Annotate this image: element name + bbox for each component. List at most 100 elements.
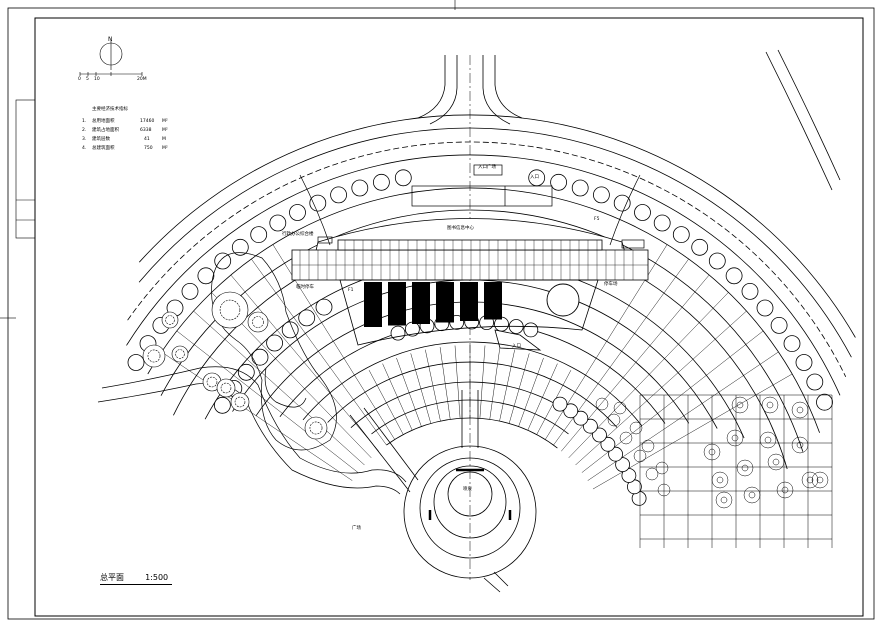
tree-icon [770, 316, 788, 334]
tree-icon [213, 396, 231, 414]
tree-icon [252, 316, 264, 328]
indicator-no: 2. [82, 128, 87, 133]
radial-line [489, 347, 501, 420]
tree-icon [655, 461, 669, 475]
tree-icon [716, 476, 724, 484]
tree-icon [791, 436, 809, 454]
tree-icon [234, 396, 246, 408]
ring-arc [126, 154, 841, 396]
radial-line [396, 357, 422, 427]
left-note-label: 临时停车 [296, 285, 314, 290]
tree-icon [127, 354, 145, 371]
tree-icon [767, 453, 785, 471]
upper-right-band [765, 49, 841, 191]
plaza-label: 广场 [352, 526, 361, 531]
upper-entrance-label: 入口广场 [478, 165, 496, 170]
tree-icon [269, 214, 287, 232]
indicator-name: 建筑层数 [92, 137, 110, 142]
radial-line [439, 347, 451, 420]
tree-icon [759, 431, 777, 449]
ramp-label-b: 入口 [512, 344, 521, 349]
tree-icon [251, 348, 269, 366]
tree-icon [811, 471, 829, 489]
upper-platform [411, 164, 553, 207]
tree-icon [816, 476, 824, 484]
tree-icon [175, 349, 185, 359]
tree-icon [736, 401, 744, 409]
tree-icon [563, 403, 579, 419]
indicator-unit: M² [162, 146, 168, 151]
center-building-label: 图书信息中心 [447, 226, 474, 231]
scale-bar-tick-1: 5 [86, 77, 89, 82]
tree-icon [592, 427, 607, 443]
radial-line [454, 345, 461, 419]
indicator-unit: M² [162, 128, 168, 133]
tree-icon [330, 186, 348, 204]
ring-arc [302, 341, 643, 427]
ring-arc [139, 114, 856, 338]
grid-plaza [595, 394, 833, 548]
north-roads [417, 55, 523, 125]
tree-icon [629, 421, 643, 435]
indicators-heading: 主要经济技术指标 [92, 107, 128, 112]
tree-icon [281, 321, 299, 339]
tree-icon [766, 401, 774, 409]
tree-icon [657, 483, 671, 497]
tree-icon [708, 448, 716, 456]
tree-icon [796, 406, 804, 414]
tree-icon [748, 491, 756, 499]
indicator-name: 总用地面积 [92, 119, 115, 124]
tree-icon [394, 169, 412, 187]
sheet-title-block: 总平面 1:500 [100, 565, 172, 585]
tree-icon [725, 267, 743, 285]
tree-icon [237, 363, 255, 381]
tree-icon [641, 439, 655, 453]
indicator-value: 6338 [140, 128, 152, 133]
tree-icon [772, 458, 780, 466]
tree-icon [708, 252, 726, 270]
radial-line [527, 363, 558, 431]
indicator-name: 总建筑面积 [92, 146, 115, 151]
tree-icon [206, 376, 218, 388]
indicator-unit: M [162, 137, 166, 142]
indicator-name: 建筑占地面积 [92, 128, 119, 133]
floor-label-right: F5 [594, 217, 600, 222]
north-marker [79, 40, 143, 76]
tree-icon [806, 476, 814, 484]
tree-icon [181, 282, 199, 300]
radial-line [382, 363, 413, 431]
tree-icon [250, 226, 268, 244]
tree-icon [711, 471, 729, 489]
stack-block [364, 282, 382, 327]
indicator-value: 17460 [140, 119, 155, 124]
tree-icon [791, 401, 809, 419]
tree-icon [552, 396, 568, 412]
tree-icon [390, 325, 406, 341]
tree-icon [593, 186, 610, 204]
tree-icon [634, 204, 651, 221]
tree-icon [743, 486, 761, 504]
tree-icon [608, 446, 623, 462]
tree-icon [600, 436, 616, 452]
stack-block [388, 282, 406, 326]
indicator-unit: M² [162, 119, 168, 124]
tree-icon [372, 173, 390, 191]
tree-icon [781, 486, 789, 494]
radial-line [425, 349, 441, 422]
tree-icon [741, 464, 749, 472]
indicator-value: 750 [144, 146, 153, 151]
radial-line [508, 353, 530, 424]
ramp-label-a: 入口 [530, 175, 539, 180]
tree-icon [796, 441, 804, 449]
tree-icon [315, 298, 333, 316]
tree-icon [147, 349, 161, 363]
indicator-value: 41 [144, 137, 150, 142]
radial-line [193, 310, 365, 466]
tree-icon [806, 373, 824, 391]
ring-arc [138, 127, 852, 358]
tree-icon [764, 436, 772, 444]
tree-icon [776, 481, 794, 499]
reading-block [339, 279, 599, 351]
